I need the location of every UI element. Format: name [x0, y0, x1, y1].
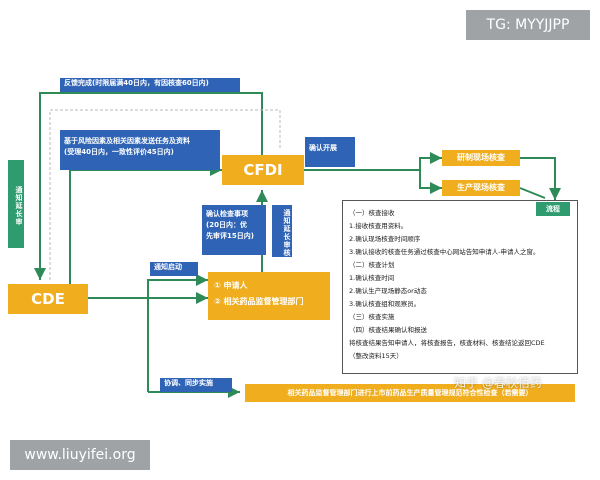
- details-line-8: 3.确认核查组和观察员。: [349, 300, 421, 308]
- details-line-1: （一）核查接收: [349, 209, 395, 217]
- production-inspection-node: 生产现场核查: [442, 180, 520, 196]
- details-line-3: 2.确认现场核查时间顺序: [349, 235, 421, 243]
- details-line-5: （二）核查计划: [349, 261, 395, 269]
- dashed-loop-line: [49, 109, 281, 280]
- watermark-top: TG: MYYJJPP: [466, 10, 590, 40]
- watermark-bottom: www.liuyifei.org: [10, 440, 150, 470]
- feedback-label: 反馈完成(时限届满40日内，有因核查60日内): [60, 78, 240, 92]
- flow-tag: 流程: [536, 202, 570, 216]
- details-line-10: （四）核查结果确认和报送: [349, 326, 427, 334]
- confirm-items-line3: 先审评15日内): [206, 232, 254, 240]
- risk-task-line1: 基于风险因素及相关因素发送任务及资料: [64, 137, 190, 145]
- cfdi-to-rd-line: [304, 152, 442, 171]
- confirm-items-label: 确认检查事项 (20日内：优 先审评15日内): [202, 205, 266, 255]
- cde-node: CDE: [8, 284, 88, 314]
- cde-to-cfdi-line: [69, 164, 222, 285]
- notify-start-label: 通知启动: [150, 262, 198, 276]
- details-line-12: （整改资料15天）: [349, 352, 403, 360]
- bottom-inspection-bar: 相关药品监督管理部门进行上市前药品生产质量管理规范符合性检查（若需要）: [245, 384, 575, 402]
- applicant-line1: ① 申请人: [214, 281, 248, 290]
- notify-start-line: [147, 274, 208, 392]
- feedback-line: [34, 92, 263, 280]
- details-line-4: 3.确认接收的核查任务通过核查中心网站告知申请人-申请人之窗。: [349, 248, 540, 256]
- risk-task-line2: (受理40日内，一致性评价45日内): [64, 148, 174, 156]
- notify-extend-left-label: 通知延长审: [8, 160, 24, 248]
- inspection-details-box: （一）核查接收 1.接收核查用资料。 2.确认现场核查时间顺序 3.确认接收的核…: [342, 200, 578, 374]
- confirm-items-line1: 确认检查事项: [206, 210, 248, 218]
- prod-to-flow-line: [519, 187, 546, 199]
- risk-task-label: 基于风险因素及相关因素发送任务及资料 (受理40日内，一致性评价45日内): [60, 130, 220, 170]
- details-line-11: 将核查结果告知申请人，将核查报告，核查材料、核查结论返回CDE: [349, 339, 545, 347]
- cfdi-node: CFDI: [222, 155, 304, 185]
- details-line-7: 2.确认生产现场静态or动态: [349, 287, 427, 295]
- notify-extend-right-label: 通知延长审核: [272, 205, 292, 257]
- overlay-watermark: 知乎 @春秋佰药: [454, 376, 542, 390]
- details-line-6: 1.确认核查时间: [349, 274, 395, 282]
- rd-to-flow-line: [520, 157, 561, 200]
- details-line-9: （三）核查实施: [349, 313, 395, 321]
- details-line-2: 1.接收核查用资料。: [349, 222, 408, 230]
- confirm-start-label: 确认开展: [305, 137, 355, 167]
- coordinate-label: 协调、同步实施: [160, 378, 232, 392]
- rd-inspection-node: 研制现场核查: [442, 150, 520, 166]
- confirm-items-line2: (20日内：优: [206, 221, 247, 229]
- applicant-line2: ② 相关药品监督管理部门: [214, 297, 304, 306]
- applicant-box: ① 申请人 ② 相关药品监督管理部门: [208, 272, 330, 320]
- cfdi-to-prod-line: [419, 170, 442, 194]
